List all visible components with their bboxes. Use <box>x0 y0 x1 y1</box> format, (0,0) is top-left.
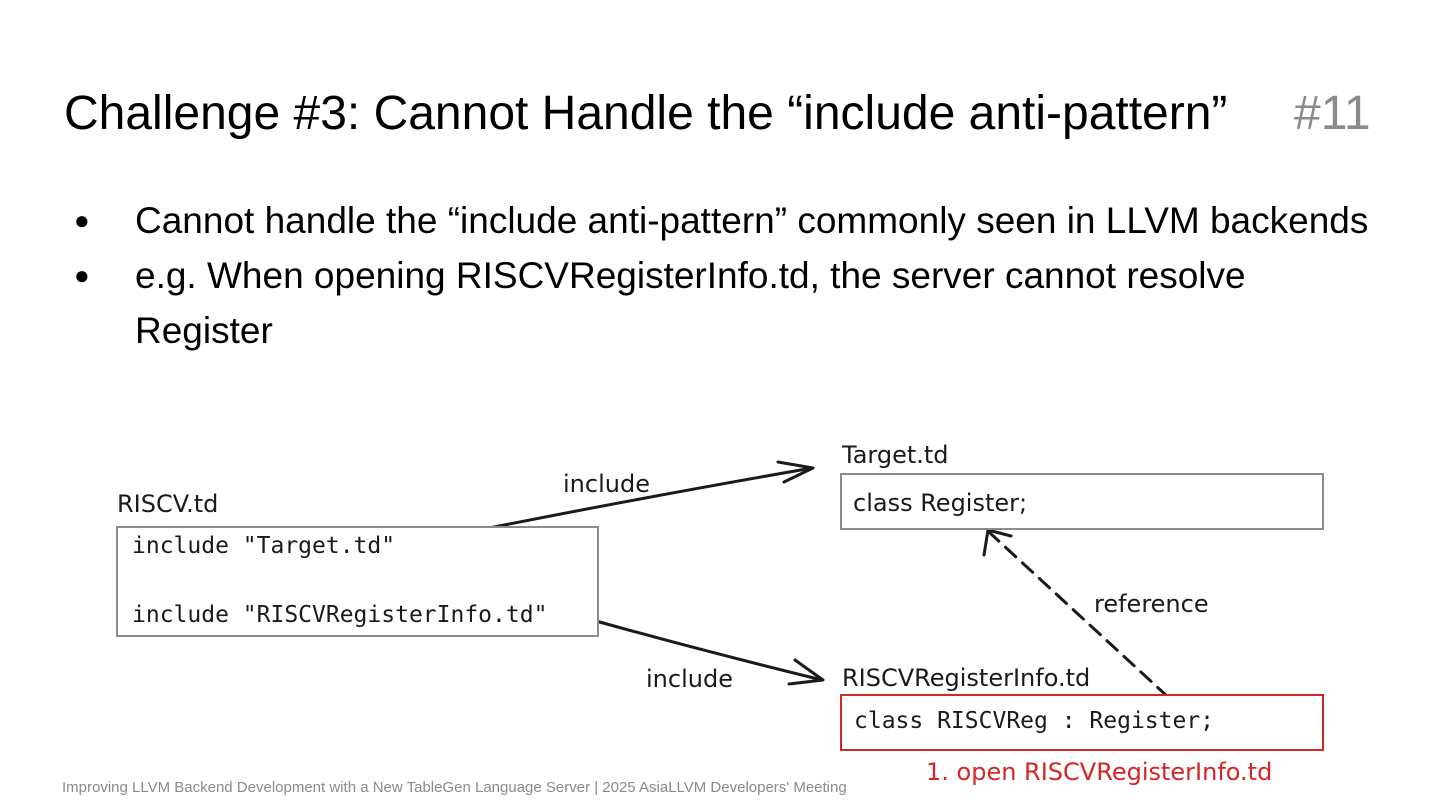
riscv-file-label: RISCV.td <box>117 490 219 518</box>
reginfo-file-box: class RISCVReg : Register; <box>840 694 1324 751</box>
riscv-file-box: include "Target.td" include "RISCVRegist… <box>116 526 599 637</box>
slide-title: Challenge #3: Cannot Handle the “include… <box>64 87 1228 140</box>
include-label-bottom: include <box>646 665 733 693</box>
riscv-include-reginfo-line: include "RISCVRegisterInfo.td" <box>132 602 548 628</box>
arrowhead-reginfo <box>787 658 825 686</box>
target-file-box: class Register; <box>840 473 1324 530</box>
bullet-marker: ● <box>74 260 90 290</box>
bullet-item: ● e.g. When opening RISCVRegisterInfo.td… <box>74 248 1374 358</box>
bullet-item: ● Cannot handle the “include anti-patter… <box>74 193 1374 248</box>
arrowhead-reference <box>982 528 1013 557</box>
include-label-top: include <box>563 470 650 498</box>
slide-footer: Improving LLVM Backend Development with … <box>62 779 847 796</box>
step-note: 1. open RISCVRegisterInfo.td <box>926 758 1273 786</box>
reginfo-file-label: RISCVRegisterInfo.td <box>842 664 1091 692</box>
arrowhead-target <box>776 460 815 484</box>
bullet-marker: ● <box>74 205 90 235</box>
riscv-include-target-line: include "Target.td" <box>132 533 396 559</box>
reference-label: reference <box>1094 590 1209 618</box>
bullet-text: Cannot handle the “include anti-pattern”… <box>135 200 1369 241</box>
target-file-content: class Register; <box>853 489 1028 517</box>
include-arrow-reginfo <box>594 619 824 682</box>
target-file-label: Target.td <box>842 441 949 469</box>
slide-number: #11 <box>1294 87 1371 140</box>
bullet-text: e.g. When opening RISCVRegisterInfo.td, … <box>135 255 1246 351</box>
reference-arrow <box>988 531 1170 699</box>
reginfo-file-content: class RISCVReg : Register; <box>854 708 1215 734</box>
bullet-list: ● Cannot handle the “include anti-patter… <box>74 193 1374 358</box>
